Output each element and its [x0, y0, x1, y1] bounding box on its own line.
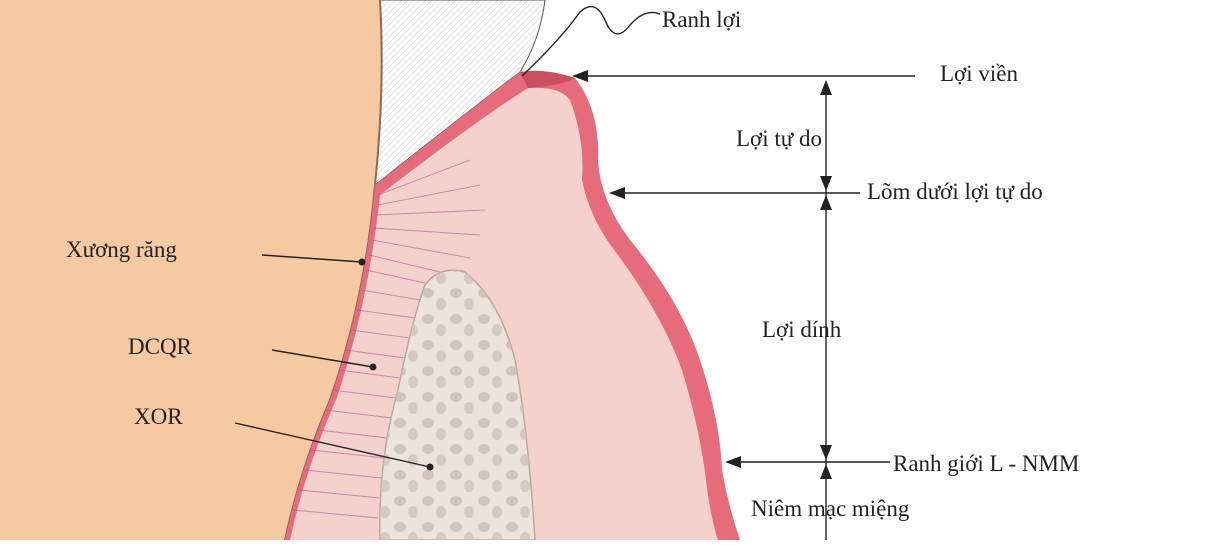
leader-ranh-loi — [522, 7, 660, 76]
label-cementum: Xương răng — [66, 238, 177, 261]
label-free-gingiva: Lợi tự do — [736, 127, 822, 150]
label-alveolar-bone: XOR — [134, 405, 183, 428]
label-free-gingival-groove: Lõm dưới lợi tự do — [867, 180, 1043, 203]
arrowhead-ranh-gioi — [725, 456, 741, 468]
label-mucogingival-junction: Ranh giới L - NMM — [893, 452, 1079, 475]
dot-xor — [427, 464, 434, 471]
label-marginal-gingiva: Lợi viền — [940, 62, 1018, 85]
dot-xuong-rang — [359, 259, 366, 266]
arrowhead-dim-free-bottom — [820, 176, 832, 191]
arrowhead-dim-top — [820, 80, 832, 95]
label-periodontal-ligament: DCQR — [128, 335, 192, 358]
arrowhead-dim-mucosa-top — [820, 464, 832, 479]
label-gingival-sulcus: Ranh lợi — [662, 8, 741, 31]
arrowhead-lom-duoi — [609, 187, 625, 199]
label-oral-mucosa: Niêm mạc miệng — [751, 497, 909, 520]
arrowhead-dim-attached-top — [820, 195, 832, 210]
arrowhead-dim-attached-bottom — [820, 445, 832, 460]
dot-dcqr — [370, 364, 377, 371]
label-attached-gingiva: Lợi dính — [762, 318, 841, 341]
